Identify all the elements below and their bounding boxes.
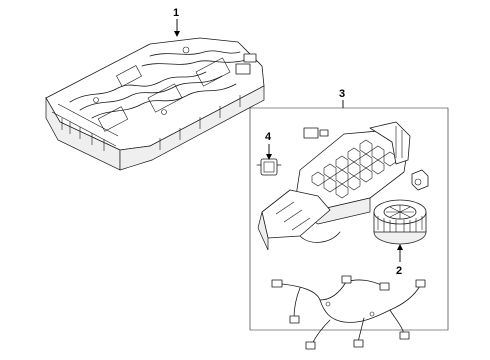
wiring-harness-icon	[271, 275, 426, 350]
callout-4: 4	[265, 131, 272, 160]
callout-label-2: 2	[396, 265, 402, 277]
blower-fan-icon	[373, 199, 427, 245]
callout-label-1: 1	[173, 7, 179, 19]
assembly-frame	[249, 100, 449, 331]
callout-2: 2	[396, 244, 403, 277]
callout-3: 3	[339, 88, 345, 100]
battery-pack-icon	[45, 37, 265, 171]
callout-label-4: 4	[265, 131, 272, 143]
callout-label-3: 3	[339, 88, 345, 100]
callout-1: 1	[173, 7, 180, 37]
sensor-clip-icon	[256, 158, 282, 176]
battery-cooling-assembly-icon	[257, 121, 429, 251]
